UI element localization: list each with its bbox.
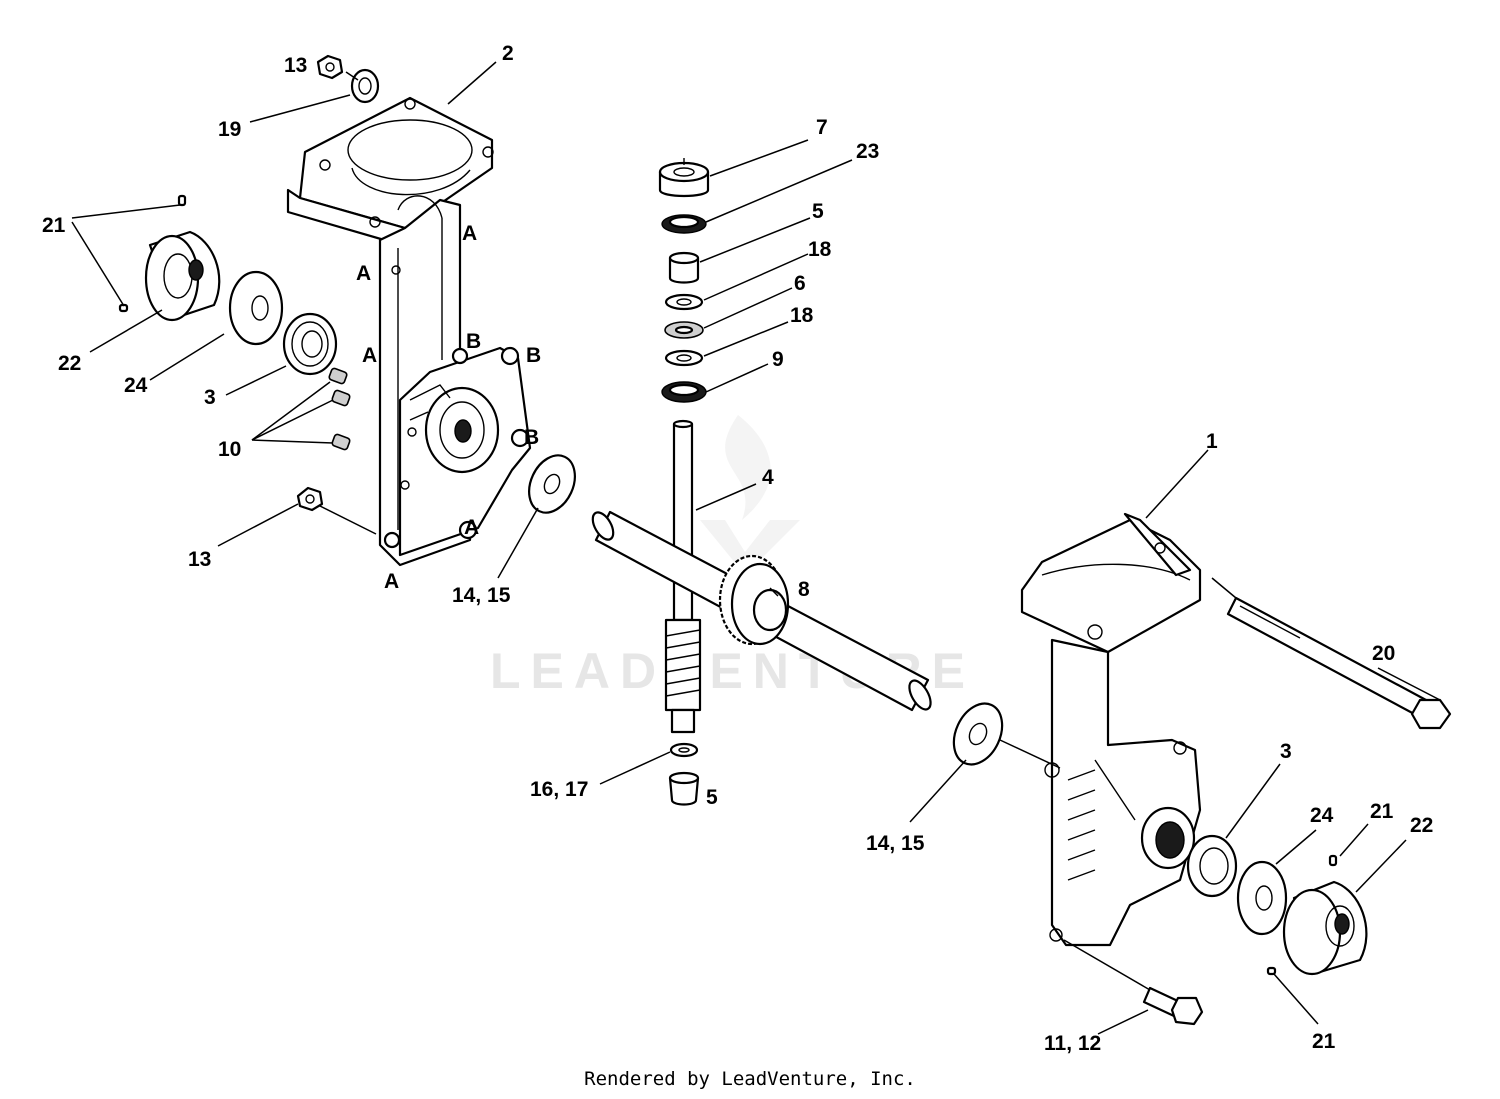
callout-labels: 2 13 19 21 22 24 3 10 13 14, 15 7 23 5 1… (42, 42, 1433, 1055)
callout-6: 6 (794, 272, 806, 295)
washer-18-lower[interactable] (664, 349, 704, 367)
callout-18-upper: 18 (808, 238, 832, 261)
nut-top[interactable] (316, 54, 344, 80)
callout-3-left: 3 (204, 386, 216, 409)
mark-a-4: A (464, 516, 479, 539)
callout-3-right: 3 (1280, 740, 1292, 763)
right-bearing-3[interactable] (1186, 834, 1238, 898)
right-thrust-washer[interactable] (945, 696, 1012, 773)
callout-21-left: 21 (42, 214, 66, 237)
callout-9: 9 (772, 348, 784, 371)
mark-a-1: A (462, 222, 477, 245)
left-bearing-3[interactable] (282, 312, 338, 376)
seal-23[interactable] (661, 214, 707, 234)
mark-b-2: B (526, 344, 541, 367)
callout-21-right-bottom: 21 (1312, 1030, 1336, 1053)
bushing-5-top[interactable] (668, 251, 700, 284)
mark-a-3: A (362, 344, 377, 367)
set-screws-10[interactable] (328, 367, 351, 451)
leader-lines (71, 61, 1441, 1035)
right-washer-24[interactable] (1236, 860, 1288, 936)
worm-gear-8[interactable] (718, 554, 790, 646)
callout-22-left: 22 (58, 352, 81, 375)
callout-23: 23 (856, 140, 879, 163)
top-bearing-7[interactable] (658, 161, 710, 198)
callout-16-17: 16, 17 (530, 778, 588, 801)
left-washer-24[interactable] (228, 270, 284, 346)
mating-marks: A A A A A B B B (356, 222, 541, 593)
thrust-bearing-6[interactable] (664, 321, 704, 339)
callout-22-right: 22 (1410, 814, 1433, 837)
callout-13-top: 13 (284, 54, 307, 77)
bolt-11-12[interactable] (1142, 986, 1204, 1026)
nut-bottom[interactable] (296, 486, 324, 512)
mark-b-3: B (524, 426, 539, 449)
bolt-20[interactable] (1226, 596, 1452, 730)
callout-14-15-right: 14, 15 (866, 832, 925, 855)
left-hub-22[interactable] (144, 230, 221, 322)
callout-1: 1 (1206, 430, 1218, 453)
washer-16-17[interactable] (669, 742, 699, 758)
bushing-5-bottom[interactable] (668, 771, 700, 806)
callout-5-bottom: 5 (706, 786, 718, 809)
mark-a-5: A (384, 570, 399, 593)
right-pins-21[interactable] (1266, 854, 1338, 976)
callout-4: 4 (762, 466, 774, 489)
right-gear-case-half[interactable] (1020, 512, 1202, 947)
mark-a-2: A (356, 262, 371, 285)
callout-24-right: 24 (1310, 804, 1334, 827)
callout-7: 7 (816, 116, 828, 139)
right-hub-22[interactable] (1282, 880, 1368, 976)
callout-20: 20 (1372, 642, 1395, 665)
seal-9[interactable] (661, 381, 707, 403)
callout-14-15-left: 14, 15 (452, 584, 511, 607)
left-pins-21[interactable] (118, 194, 187, 313)
watermark-logo (700, 415, 800, 575)
callout-19: 19 (218, 118, 241, 141)
callout-18-lower: 18 (790, 304, 814, 327)
callout-11-12: 11, 12 (1044, 1032, 1101, 1055)
callout-13-bottom: 13 (188, 548, 211, 571)
footer-credit: Rendered by LeadVenture, Inc. (584, 1068, 916, 1090)
washer-18-upper[interactable] (664, 293, 704, 311)
callout-8: 8 (798, 578, 810, 601)
washer-19[interactable] (350, 68, 380, 104)
callout-21-right-top: 21 (1370, 800, 1394, 823)
callout-5-top: 5 (812, 200, 824, 223)
callout-24-left: 24 (124, 374, 148, 397)
callout-2: 2 (502, 42, 514, 65)
callout-10: 10 (218, 438, 241, 461)
mark-b-1: B (466, 330, 481, 353)
left-gear-case-half[interactable] (286, 96, 532, 567)
left-thrust-washer[interactable] (520, 448, 583, 520)
